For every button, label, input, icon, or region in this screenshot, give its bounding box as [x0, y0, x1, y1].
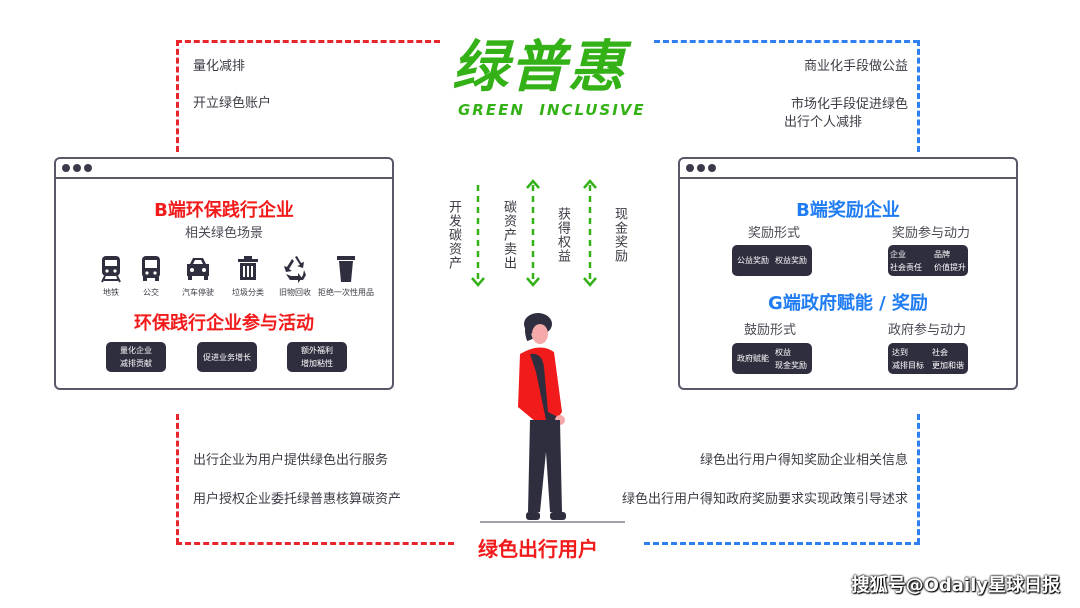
chip-item: 品牌	[934, 249, 950, 259]
chip-item: 价值提升	[934, 262, 966, 272]
g-form-label: 鼓励形式	[743, 323, 796, 338]
train-icon	[101, 256, 121, 283]
blue-frame-top	[654, 40, 919, 43]
ground-line	[480, 521, 625, 523]
note-bottom-left-1: 出行企业为用户提供绿色出行服务	[193, 453, 389, 468]
flow-label-sell-carbon: 碳资产卖出	[501, 200, 516, 270]
note-top-left-2: 开立绿色账户	[193, 96, 272, 111]
scene-bus: 公交	[121, 255, 181, 298]
recycle-icon	[284, 256, 306, 283]
chip-item: 现金奖励	[775, 360, 807, 370]
chip-line: 额外福利	[301, 346, 333, 355]
chip-line: 减排贡献	[120, 359, 152, 368]
chip-item: 达到	[892, 347, 908, 357]
chip-line: 量化企业	[120, 346, 152, 355]
chip-item: 社会	[932, 347, 948, 357]
chip-item: 公益奖励	[737, 256, 769, 265]
chip-line: 促进业务增长	[203, 352, 251, 362]
blue-frame-right-top	[917, 40, 920, 152]
left-panel-window: B端环保践行企业 相关绿色场景 地铁 公交 汽车停驶	[54, 157, 394, 390]
scene-label: 旧物回收	[279, 288, 311, 297]
scene-label: 地铁	[103, 288, 119, 297]
chip-item: 社会责任	[890, 262, 922, 272]
activity-chip-3: 额外福利增加粘性	[287, 342, 347, 372]
blue-frame-right-bottom	[917, 414, 920, 544]
window-dot-icon	[73, 164, 81, 172]
green-travel-user-title: 绿色出行用户	[478, 537, 598, 561]
chip-item: 减排目标	[892, 360, 924, 370]
flow-label-gain-rights: 获得权益	[555, 207, 570, 263]
note-top-right-1: 商业化手段做公益	[803, 59, 908, 74]
watermark: 搜狐号@Odaily星球日报	[851, 575, 1060, 596]
b-drive-chip: 企业 品牌 社会责任 价值提升	[888, 245, 968, 276]
arrow-up-icon	[583, 179, 597, 189]
logo-english: GREEN INCLUSIVE	[458, 101, 646, 119]
activity-title: 环保践行企业参与活动	[134, 313, 314, 334]
note-top-right-3: 出行个人减排	[784, 115, 863, 130]
window-dot-icon	[708, 164, 716, 172]
note-top-left-1: 量化减排	[193, 59, 246, 74]
left-panel-title: B端环保践行企业	[154, 200, 294, 221]
arrow-up-icon	[526, 179, 540, 189]
chip-item: 权益	[775, 347, 791, 357]
g-form-chip: 政府赋能 权益 现金奖励	[732, 343, 812, 374]
pants	[528, 420, 562, 512]
flow-arrows	[471, 179, 597, 287]
person-illustration	[518, 313, 566, 520]
note-bottom-right-1: 绿色出行用户得知奖励企业相关信息	[699, 453, 908, 468]
arrow-down-icon	[471, 277, 485, 287]
scene-label: 公交	[143, 288, 159, 297]
chip-line: 增加粘性	[301, 359, 333, 368]
car-icon	[187, 258, 209, 280]
window-dot-icon	[697, 164, 705, 172]
b-reward-title: B端奖励企业	[796, 200, 900, 221]
scene-car: 汽车停驶	[168, 255, 228, 298]
scene-cup: 拒绝一次性用品	[316, 255, 376, 298]
bus-icon	[142, 256, 160, 281]
flow-label-cash-reward: 现金奖励	[612, 207, 627, 263]
red-frame-bottom	[176, 542, 454, 545]
scene-label: 垃圾分类	[232, 288, 264, 297]
right-panel-window: B端奖励企业 奖励形式 奖励参与动力 公益奖励 权益奖励 企业 品牌 社会责任 …	[678, 157, 1018, 390]
chip-item: 更加和谐	[932, 360, 964, 370]
arrow-down-icon	[583, 277, 597, 287]
arrow-down-icon	[526, 277, 540, 287]
scene-recycle: 旧物回收	[265, 255, 325, 298]
left-panel-subtitle: 相关绿色场景	[184, 226, 263, 241]
cup-icon	[337, 256, 355, 282]
scene-label: 汽车停驶	[182, 288, 214, 297]
blue-frame-bottom	[644, 542, 920, 545]
window-dot-icon	[686, 164, 694, 172]
red-frame-left-bottom	[176, 414, 179, 544]
red-frame-top	[176, 40, 440, 43]
g-drive-chip: 达到 社会 减排目标 更加和谐	[888, 343, 968, 374]
scene-label: 拒绝一次性用品	[318, 288, 374, 297]
red-frame-left-top	[176, 40, 179, 152]
window-dot-icon	[62, 164, 70, 172]
note-bottom-right-2: 绿色出行用户得知政府奖励要求实现政策引导述求	[621, 492, 908, 507]
g-reward-title: G端政府赋能 / 奖励	[768, 293, 928, 314]
scene-subway: 地铁	[81, 255, 141, 298]
trash-icon	[238, 256, 258, 280]
window-title-bar	[680, 159, 1016, 179]
window-title-bar	[56, 159, 392, 179]
g-drive-label: 政府参与动力	[887, 323, 966, 338]
b-form-label: 奖励形式	[747, 226, 800, 241]
chip-item: 权益奖励	[775, 256, 807, 265]
b-form-chip: 公益奖励 权益奖励	[732, 245, 812, 276]
chip-item: 政府赋能	[737, 354, 769, 363]
activity-chip-2: 促进业务增长	[197, 342, 257, 372]
b-drive-label: 奖励参与动力	[891, 226, 970, 241]
scene-trash: 垃圾分类	[218, 255, 278, 298]
window-dot-icon	[84, 164, 92, 172]
activity-chip-1: 量化企业减排贡献	[106, 342, 166, 372]
note-bottom-left-2: 用户授权企业委托绿普惠核算碳资产	[193, 492, 402, 507]
logo-chinese: 绿普惠	[452, 35, 626, 100]
note-top-right-2: 市场化手段促进绿色	[790, 97, 908, 112]
chip-item: 企业	[890, 249, 906, 259]
flow-label-develop-carbon: 开发碳资产	[446, 200, 461, 270]
